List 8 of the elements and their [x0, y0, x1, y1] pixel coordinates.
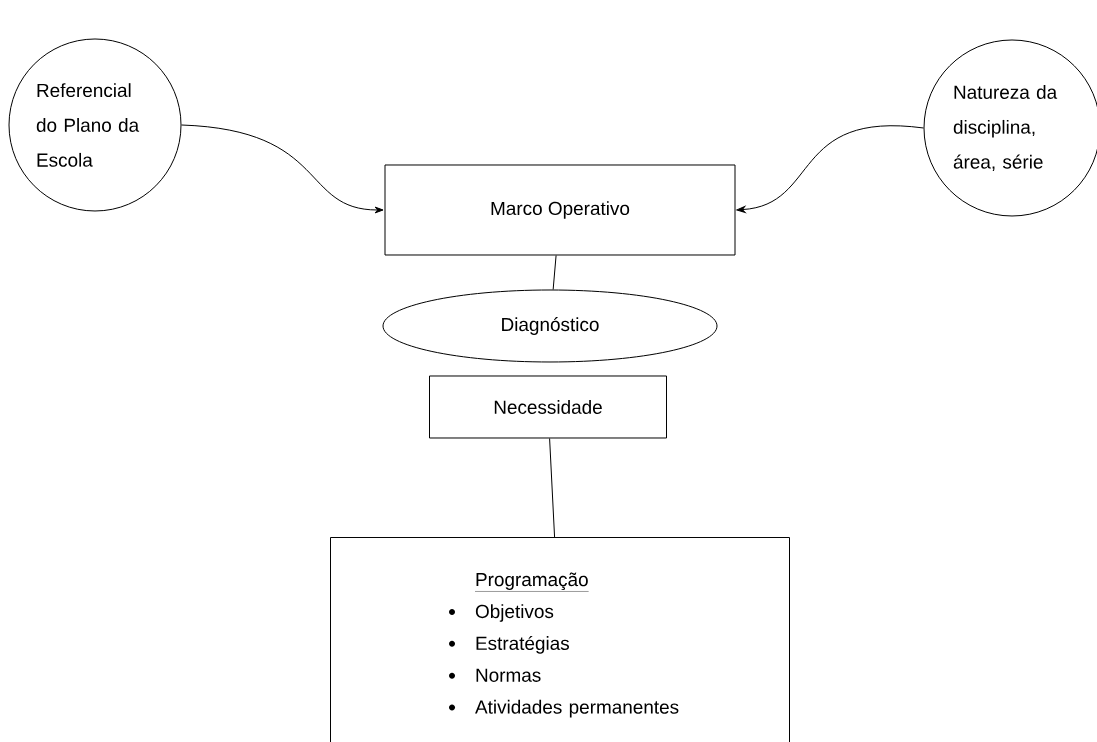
curved-arrow	[181, 124, 384, 214]
connector-line	[552, 255, 557, 290]
process-box: Necessidade	[429, 375, 667, 439]
ellipse-node: Diagnóstico	[382, 289, 718, 363]
list-box: Programação Objetivos Estratégias Normas Atividades permanentes	[330, 537, 790, 742]
connector-line	[549, 438, 556, 538]
curved-arrow	[736, 125, 924, 213]
process-box: Marco Operativo	[384, 164, 736, 256]
